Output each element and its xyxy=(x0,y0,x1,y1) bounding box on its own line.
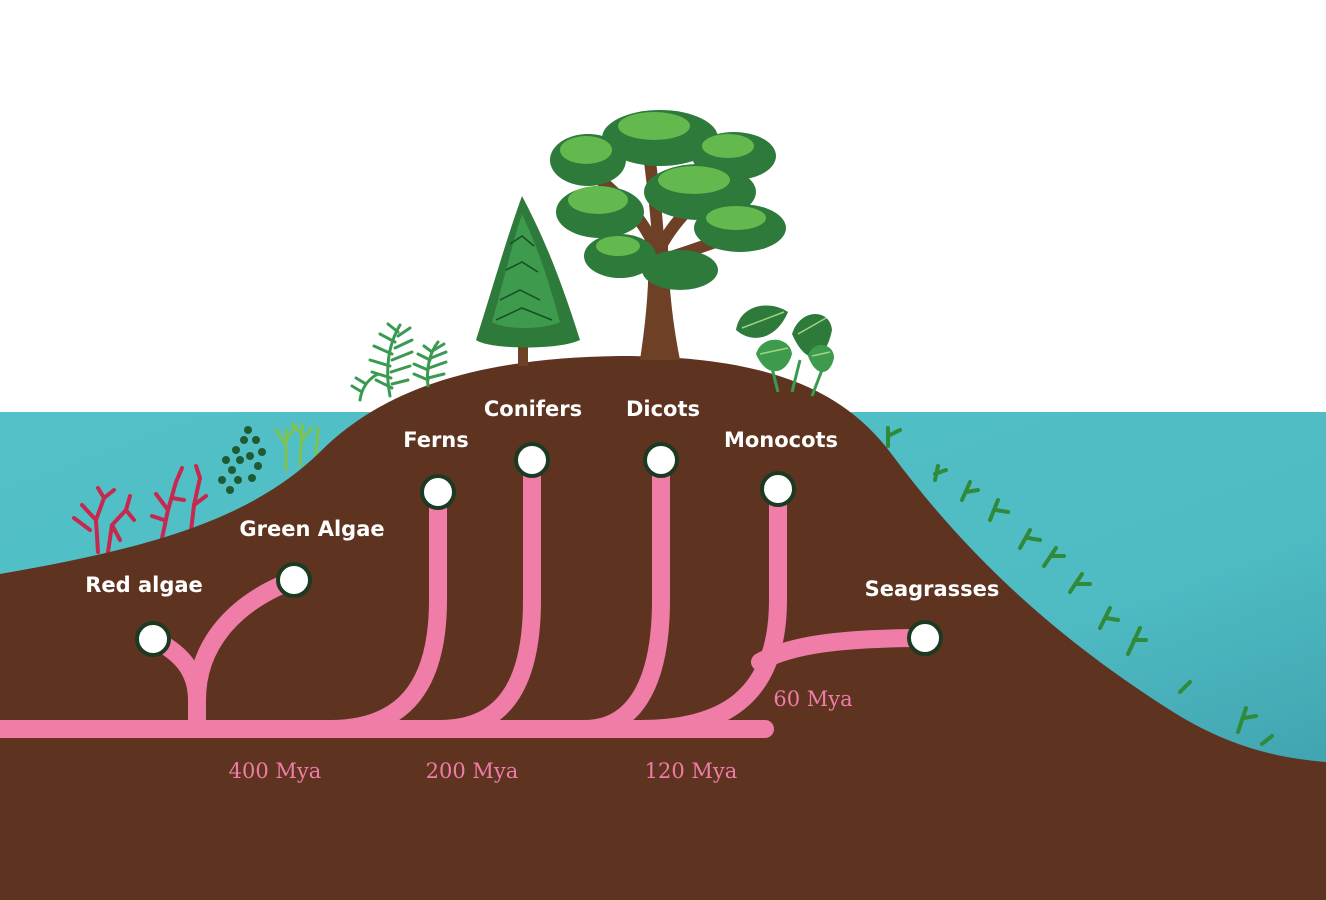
seagrass-icon xyxy=(886,426,1274,746)
time-label-200: 200 Mya xyxy=(426,759,519,783)
node-label-conifers: Conifers xyxy=(484,397,582,421)
node-label-seagrasses: Seagrasses xyxy=(865,577,1000,601)
time-label-120: 120 Mya xyxy=(645,759,738,783)
node-label-dicots: Dicots xyxy=(626,397,700,421)
conifer-tree-icon xyxy=(476,196,580,366)
dicot-tree-icon xyxy=(550,110,786,360)
node-conifers xyxy=(514,442,550,478)
time-label-400: 400 Mya xyxy=(229,759,322,783)
node-monocots xyxy=(760,471,796,507)
node-green-algae xyxy=(276,562,312,598)
node-red-algae xyxy=(135,621,171,657)
node-labels: Red algae Green Algae Ferns Conifers Dic… xyxy=(85,397,999,601)
branch-monocots xyxy=(631,480,787,738)
branch-conifers xyxy=(431,451,541,738)
seaweed-icon xyxy=(218,422,320,494)
phylogeny-branches xyxy=(0,451,934,738)
node-label-green-algae: Green Algae xyxy=(239,517,384,541)
branch-dicots xyxy=(576,451,670,738)
monocot-leaves-icon xyxy=(736,305,834,397)
red-algae-icon xyxy=(72,464,208,554)
node-label-ferns: Ferns xyxy=(403,428,469,452)
time-label-60: 60 Mya xyxy=(773,687,852,711)
node-label-monocots: Monocots xyxy=(724,428,838,452)
fern-icon xyxy=(350,322,448,402)
branch-seagrasses xyxy=(751,629,934,671)
branch-ferns xyxy=(321,483,447,738)
node-ferns xyxy=(420,474,456,510)
time-labels: 400 Mya 200 Mya 120 Mya 60 Mya xyxy=(229,687,853,783)
phylogeny-nodes xyxy=(135,442,943,657)
node-label-red-algae: Red algae xyxy=(85,573,203,597)
branch-green-algae xyxy=(188,571,303,709)
node-dicots xyxy=(643,442,679,478)
node-seagrasses xyxy=(907,620,943,656)
